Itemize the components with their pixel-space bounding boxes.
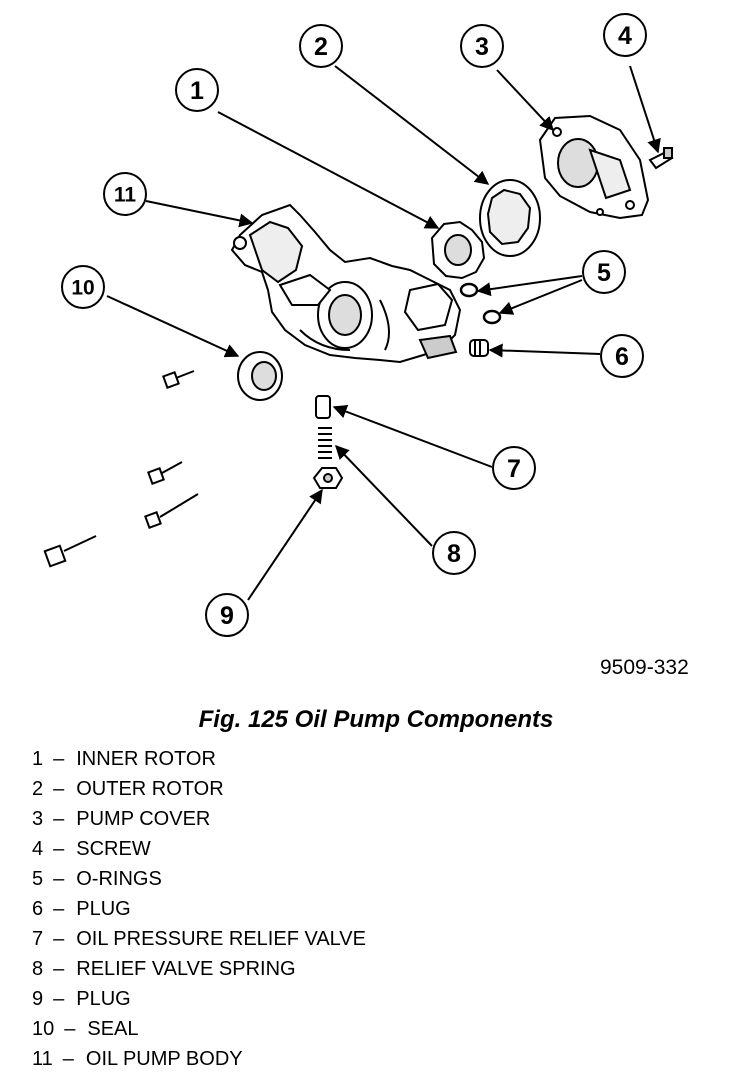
seal-part bbox=[237, 351, 283, 401]
legend-number: 11 bbox=[32, 1048, 53, 1070]
figure-caption: Fig. 125 Oil Pump Components bbox=[198, 706, 554, 733]
leader-5b bbox=[498, 279, 583, 315]
legend-item: 8–RELIEF VALVE SPRING bbox=[32, 954, 366, 984]
legend-label: OUTER ROTOR bbox=[76, 778, 224, 800]
legend-item: 10–SEAL bbox=[32, 1014, 366, 1044]
legend-item: 9–PLUG bbox=[32, 984, 366, 1014]
plug-6-part bbox=[469, 339, 489, 357]
legend-number: 9 bbox=[32, 988, 44, 1010]
callout-1: 1 bbox=[190, 77, 204, 105]
legend-item: 6–PLUG bbox=[32, 894, 366, 924]
relief-valve-part bbox=[315, 395, 331, 419]
legend-item: 4–SCREW bbox=[32, 834, 366, 864]
leader-6 bbox=[488, 343, 601, 358]
leader-2 bbox=[334, 65, 490, 185]
legend-number: 4 bbox=[32, 838, 44, 860]
bolt-1 bbox=[162, 370, 195, 389]
outer-rotor-part bbox=[479, 179, 541, 257]
leader-5a bbox=[476, 275, 583, 297]
legend-item: 2–OUTER ROTOR bbox=[32, 774, 366, 804]
legend-number: 3 bbox=[32, 808, 44, 830]
legend-label: PUMP COVER bbox=[76, 808, 211, 830]
figure-id: 9509-332 bbox=[600, 656, 689, 679]
parts-legend: 1–INNER ROTOR 2–OUTER ROTOR 3–PUMP COVER… bbox=[32, 744, 366, 1074]
oil-pump-exploded-diagram: 1 2 3 4 5 6 7 8 9 10 11 bbox=[43, 13, 674, 637]
legend-number: 1 bbox=[32, 748, 44, 770]
legend-number: 2 bbox=[32, 778, 44, 800]
legend-label: PLUG bbox=[76, 898, 131, 920]
legend-label: SCREW bbox=[76, 838, 151, 860]
pump-cover-part bbox=[538, 114, 650, 220]
leader-9 bbox=[247, 488, 323, 601]
leader-8 bbox=[335, 444, 433, 547]
legend-label: OIL PRESSURE RELIEF VALVE bbox=[76, 928, 366, 950]
callout-4: 4 bbox=[618, 22, 632, 50]
legend-label: RELIEF VALVE SPRING bbox=[76, 958, 296, 980]
leader-11 bbox=[145, 200, 254, 228]
legend-number: 8 bbox=[32, 958, 44, 980]
legend-label: O-RINGS bbox=[76, 868, 162, 890]
legend-item: 11–OIL PUMP BODY bbox=[32, 1044, 366, 1074]
oil-pump-body-part bbox=[230, 203, 462, 364]
callout-9: 9 bbox=[220, 602, 234, 630]
callout-2: 2 bbox=[314, 33, 328, 61]
bolt-2 bbox=[147, 461, 183, 485]
bolt-3 bbox=[144, 493, 199, 529]
legend-number: 6 bbox=[32, 898, 44, 920]
leader-7 bbox=[332, 404, 493, 468]
legend-number: 7 bbox=[32, 928, 44, 950]
legend-label: INNER ROTOR bbox=[76, 748, 216, 770]
callout-5: 5 bbox=[597, 259, 611, 287]
leader-1 bbox=[217, 111, 440, 229]
callout-7: 7 bbox=[507, 455, 521, 483]
legend-label: PLUG bbox=[76, 988, 131, 1010]
callout-6: 6 bbox=[615, 343, 629, 371]
callout-11: 11 bbox=[114, 184, 137, 207]
legend-item: 1–INNER ROTOR bbox=[32, 744, 366, 774]
leader-10 bbox=[106, 295, 240, 358]
legend-label: SEAL bbox=[87, 1018, 139, 1040]
bolt-4 bbox=[43, 535, 97, 568]
inner-rotor-part bbox=[430, 220, 486, 280]
callout-3: 3 bbox=[475, 33, 489, 61]
legend-label: OIL PUMP BODY bbox=[85, 1048, 243, 1070]
legend-item: 3–PUMP COVER bbox=[32, 804, 366, 834]
legend-number: 10 bbox=[32, 1018, 55, 1040]
leader-4 bbox=[629, 65, 661, 154]
callout-10: 10 bbox=[71, 277, 94, 300]
legend-item: 7–OIL PRESSURE RELIEF VALVE bbox=[32, 924, 366, 954]
screw-part bbox=[648, 147, 674, 170]
legend-number: 5 bbox=[32, 868, 44, 890]
callout-8: 8 bbox=[447, 540, 461, 568]
leader-3 bbox=[496, 69, 554, 132]
plug-9-part bbox=[312, 467, 344, 489]
relief-valve-spring-part bbox=[318, 427, 332, 459]
legend-item: 5–O-RINGS bbox=[32, 864, 366, 894]
